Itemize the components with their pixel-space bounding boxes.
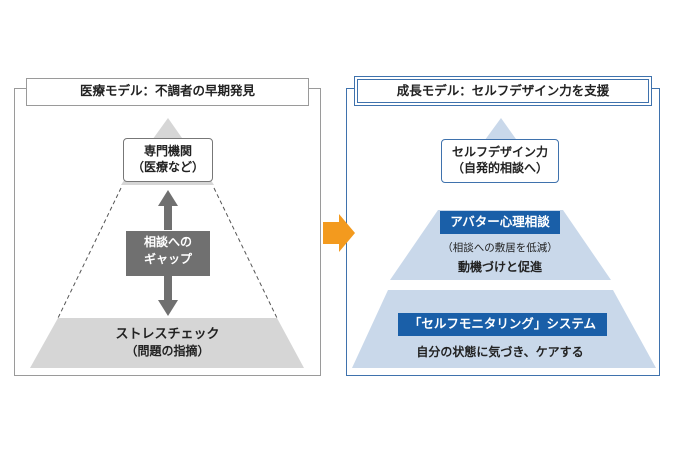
self-design-sub: （自発的相談へ） [451, 161, 548, 175]
specialist-sub: （医療など） [131, 160, 204, 174]
growth-model-title: 成長モデル：セルフデザイン力を支援 [354, 76, 652, 106]
gap-line1: 相談への [143, 235, 192, 249]
specialist-label: 専門機関 [143, 144, 192, 158]
stress-check-title: ストレスチェック [115, 327, 220, 342]
specialist-box: 専門機関 （医療など） [123, 138, 213, 182]
transition-arrow [323, 214, 355, 252]
stress-check-label: ストレスチェック （問題の指摘） [60, 327, 275, 359]
consultation-gap-box: 相談への ギャップ [126, 231, 210, 276]
gap-line2: ギャップ [143, 252, 192, 266]
self-design-label: セルフデザイン力 [451, 145, 548, 159]
medical-model-title: 医療モデル：不調者の早期発見 [26, 78, 309, 106]
avatar-counseling-sub: （相談への敷居を低減） [442, 242, 558, 254]
avatar-counseling-desc: 動機づけと促進 [457, 260, 542, 274]
self-monitoring-desc: 自分の状態に気づき、ケアする [416, 345, 584, 359]
left-pyramid-base [30, 318, 304, 368]
left-pyramid-dashed-right [213, 187, 278, 319]
stress-check-sub: （問題の指摘） [125, 344, 210, 358]
gap-arrow-down [158, 276, 178, 316]
self-design-box: セルフデザイン力 （自発的相談へ） [441, 139, 559, 183]
left-pyramid-dashed-left [57, 187, 122, 319]
gap-arrow-up [158, 190, 178, 230]
self-monitoring-label: 「セルフモニタリング」システム [398, 313, 607, 336]
avatar-counseling-label: アバター心理相談 [440, 211, 560, 234]
